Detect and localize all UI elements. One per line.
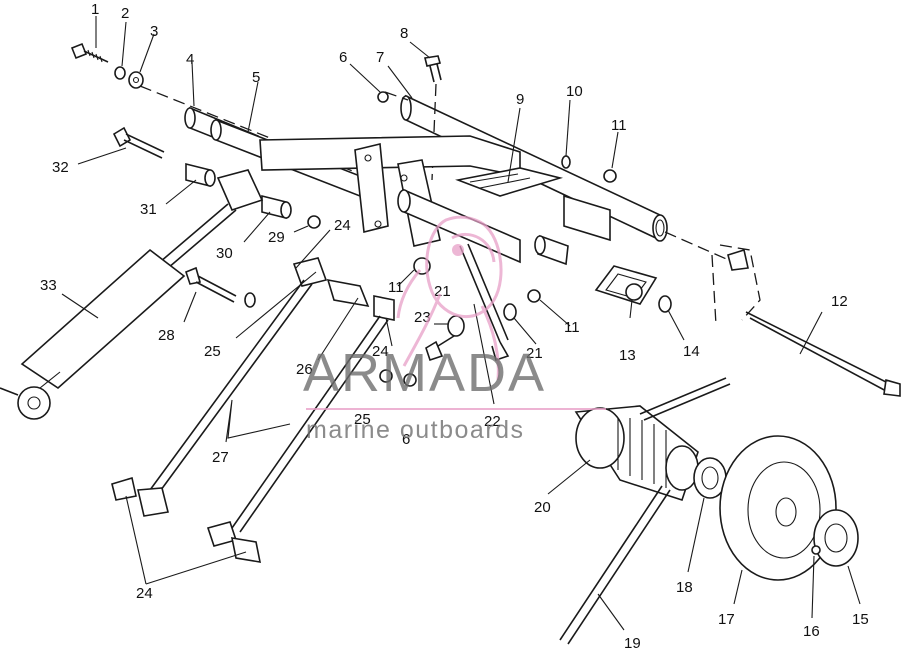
part-label-10: 10 <box>566 83 583 100</box>
part-label-25-left: 25 <box>204 343 221 360</box>
part-label-3: 3 <box>150 23 158 40</box>
part-label-31: 31 <box>140 201 157 218</box>
watermark-brand: ARMADA <box>303 343 547 403</box>
shock-absorber-33 <box>0 169 264 420</box>
part-label-24-upper: 24 <box>334 217 351 234</box>
part-label-8: 8 <box>400 25 408 42</box>
part-label-24-bottom: 24 <box>136 585 153 602</box>
part-label-19: 19 <box>624 635 641 651</box>
washer-25-center <box>379 369 393 383</box>
part-label-13: 13 <box>619 347 636 364</box>
part-label-7: 7 <box>376 49 384 66</box>
bushing-31-end <box>204 169 216 187</box>
washer-25-left <box>244 292 256 308</box>
part-label-4: 4 <box>186 51 194 68</box>
part-label-33: 33 <box>40 277 57 294</box>
leader-lines <box>61 16 861 631</box>
part-label-17: 17 <box>718 611 735 628</box>
part-label-9: 9 <box>516 91 524 108</box>
right-upper-shaft <box>384 91 741 266</box>
bolt-28 <box>185 266 237 303</box>
nut-11-top <box>603 169 617 183</box>
bushings-24-bottom <box>111 476 262 563</box>
pin-16 <box>811 545 821 555</box>
part-label-14: 14 <box>683 343 700 360</box>
part-label-21-right: 21 <box>526 345 543 362</box>
part-label-25-center: 25 <box>354 411 371 428</box>
part-label-29: 29 <box>268 229 285 246</box>
spring-22 <box>459 243 510 362</box>
part-label-22: 22 <box>484 413 501 430</box>
part-label-6-top: 6 <box>339 49 347 66</box>
part-label-28: 28 <box>158 327 175 344</box>
part-label-11-top: 11 <box>611 117 627 134</box>
part-label-11-right: 11 <box>564 319 580 336</box>
part-label-1: 1 <box>91 1 99 18</box>
watermark-rule <box>306 408 606 410</box>
bolt-23 <box>425 335 455 362</box>
bushing-30-end <box>280 201 292 219</box>
nut-6-center <box>403 373 417 387</box>
part-label-27: 27 <box>212 449 229 466</box>
part-label-2: 2 <box>121 5 129 22</box>
hub-15 <box>813 509 859 567</box>
part-label-5: 5 <box>252 69 260 86</box>
part-label-20: 20 <box>534 499 551 516</box>
bolt-assembly-top-left <box>70 42 144 89</box>
part-label-6-center: 6 <box>402 431 410 448</box>
bolt-32 <box>112 126 165 159</box>
long-bolt-12 <box>745 311 901 397</box>
watermark-tagline: marine outboards <box>306 416 525 444</box>
part-label-32: 32 <box>52 159 69 176</box>
main-bracket <box>259 135 761 326</box>
washer-14 <box>658 295 672 313</box>
washer-10 <box>561 155 571 169</box>
torsion-spring-20 <box>559 377 731 645</box>
nut-6-top <box>377 91 389 103</box>
part-label-24-center: 24 <box>372 343 389 360</box>
part-label-15: 15 <box>852 611 869 628</box>
pulley-17 <box>719 435 837 581</box>
part-label-18: 18 <box>676 579 693 596</box>
part-label-30: 30 <box>216 245 233 262</box>
link-rods-27 <box>149 257 395 533</box>
clamp-13 <box>594 265 658 305</box>
washer-21-right <box>503 303 517 321</box>
watermark-logo-mark <box>396 215 503 381</box>
part-label-16: 16 <box>803 623 820 640</box>
nut-29 <box>307 215 321 229</box>
part-label-12: 12 <box>831 293 848 310</box>
part-label-11-center: 11 <box>388 279 404 296</box>
washer-21-left <box>447 315 465 337</box>
nut-11-right <box>527 289 541 303</box>
part-label-26: 26 <box>296 361 313 378</box>
